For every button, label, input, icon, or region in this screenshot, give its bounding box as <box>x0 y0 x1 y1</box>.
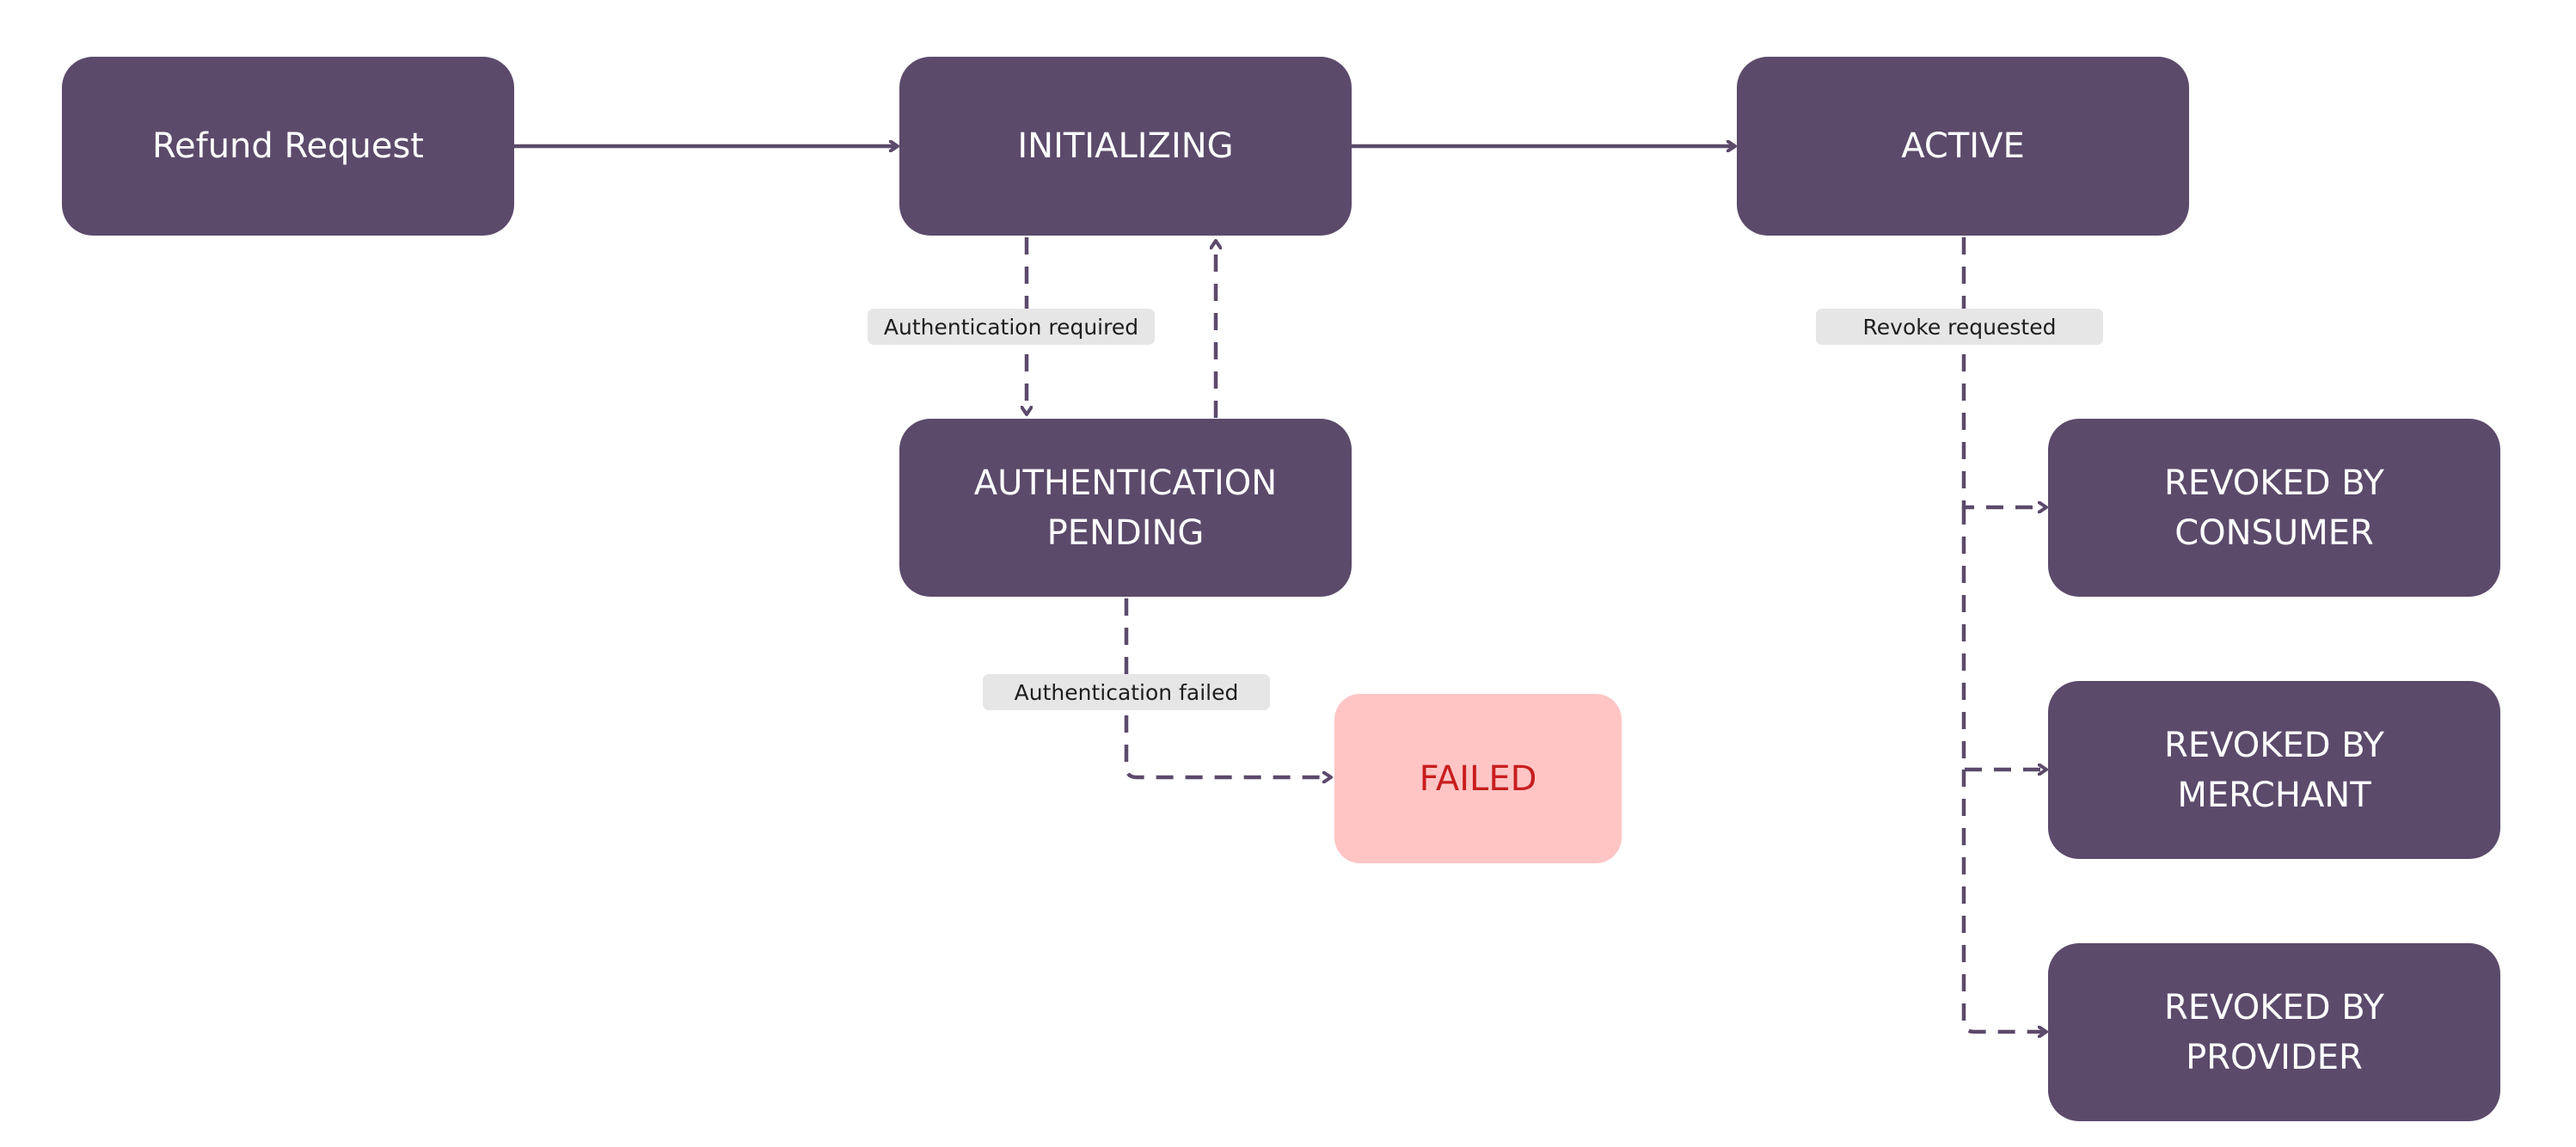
node-failed-label: FAILED <box>1419 758 1537 799</box>
edge-active-to-revoked-by-consumer <box>1961 237 2046 507</box>
node-failed: FAILED <box>1334 694 1622 863</box>
node-active-label: ACTIVE <box>1901 126 2025 166</box>
node-revoked-by-consumer-label: REVOKED BY CONSUMER <box>2164 463 2384 553</box>
node-initializing: INITIALIZING <box>899 57 1352 236</box>
node-authentication-pending: AUTHENTICATION PENDING <box>899 419 1352 597</box>
node-refund-request: Refund Request <box>62 57 514 236</box>
node-refund-request-label: Refund Request <box>152 126 424 166</box>
node-revoked-by-provider-label: REVOKED BY PROVIDER <box>2164 987 2384 1077</box>
node-active: ACTIVE <box>1737 57 2189 236</box>
edge-active-to-revoked-by-provider <box>1961 770 2046 1032</box>
node-authentication-pending-label: AUTHENTICATION PENDING <box>973 463 1278 553</box>
node-revoked-by-merchant: REVOKED BY MERCHANT <box>2048 681 2500 859</box>
node-initializing-label: INITIALIZING <box>1017 126 1234 166</box>
node-revoked-by-provider: REVOKED BY PROVIDER <box>2048 943 2500 1121</box>
edge-active-to-revoked-by-merchant <box>1961 507 2046 770</box>
node-revoked-by-consumer: REVOKED BY CONSUMER <box>2048 419 2500 597</box>
edge-label-authentication-failed: Authentication failed <box>983 674 1270 710</box>
edge-auth-pending-to-failed <box>1124 598 1331 777</box>
edge-label-revoke-requested: Revoke requested <box>1816 309 2103 345</box>
node-revoked-by-merchant-label: REVOKED BY MERCHANT <box>2164 725 2384 815</box>
edge-label-authentication-required: Authentication required <box>868 309 1155 345</box>
